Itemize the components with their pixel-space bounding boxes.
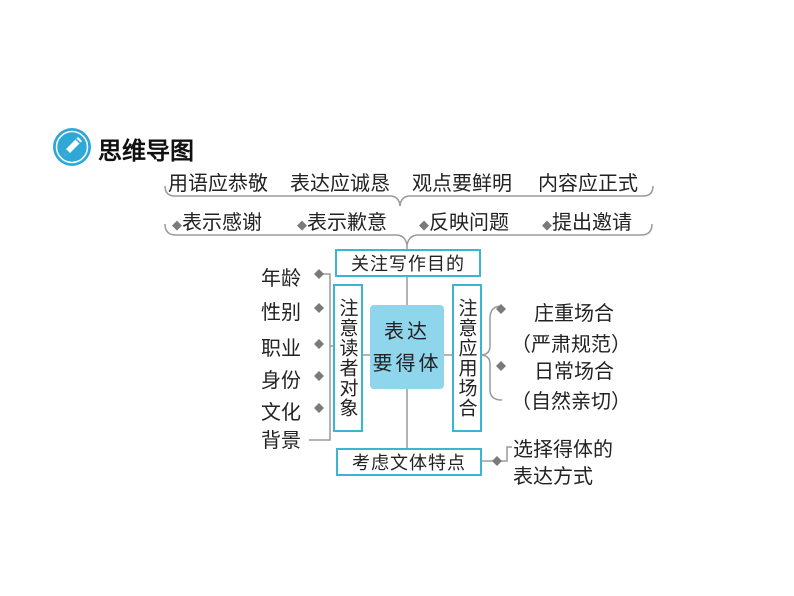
- diamond-bottom: [492, 456, 502, 466]
- diamond-bullet: ◆: [419, 218, 429, 233]
- bottom-right-line-2: 表达方式: [513, 464, 593, 488]
- row2-item: ◆表示歉意: [297, 210, 387, 234]
- left-item-job: 职业: [261, 336, 301, 360]
- center-line-2: 要得体: [372, 351, 442, 375]
- left-item-background: 背景: [261, 428, 301, 452]
- purpose-box: 关注写作目的: [335, 249, 481, 277]
- diamond-daily: [496, 361, 506, 371]
- diamond-identity: [314, 371, 324, 381]
- pencil-icon: [53, 128, 91, 166]
- reader-box: 注意读者对象: [333, 284, 363, 432]
- genre-box: 考虑文体特点: [336, 448, 482, 476]
- right-item-formal-note: （严肃规范）: [511, 332, 631, 356]
- diamond-age: [314, 269, 324, 279]
- right-item-daily: 日常场合: [534, 359, 614, 383]
- row1-item: 用语应恭敬: [168, 171, 268, 195]
- left-item-culture: 文化: [261, 400, 301, 424]
- row2-item: ◆提出邀请: [542, 210, 632, 234]
- diamond-bullet: ◆: [172, 218, 182, 233]
- left-item-identity: 身份: [261, 368, 301, 392]
- bottom-right-line-1: 选择得体的: [513, 437, 613, 461]
- row2-item: ◆表示感谢: [172, 210, 262, 234]
- occasion-box: 注意应用场合: [452, 284, 482, 432]
- center-node: 表达 要得体: [370, 305, 444, 389]
- diamond-job: [314, 339, 324, 349]
- bottom-bracket: [499, 446, 512, 462]
- page-title: 思维导图: [98, 137, 194, 165]
- diamond-formal: [496, 304, 506, 314]
- center-line-1: 表达: [384, 319, 430, 343]
- row1-item: 观点要鲜明: [412, 171, 512, 195]
- right-item-daily-note: （自然亲切）: [511, 389, 631, 413]
- row1-item: 内容应正式: [538, 171, 638, 195]
- diamond-bullet: ◆: [297, 218, 307, 233]
- right-brace: [479, 305, 503, 401]
- left-item-gender: 性别: [261, 300, 301, 324]
- diamond-gender: [314, 303, 324, 313]
- top-brace-1: [164, 185, 654, 207]
- row1-item: 表达应诚恳: [290, 171, 390, 195]
- diamond-culture: [314, 403, 324, 413]
- right-item-formal: 庄重场合: [534, 301, 614, 325]
- left-item-age: 年龄: [261, 266, 301, 290]
- row2-item: ◆反映问题: [419, 210, 509, 234]
- left-bracket: [309, 273, 336, 441]
- diamond-bullet: ◆: [542, 218, 552, 233]
